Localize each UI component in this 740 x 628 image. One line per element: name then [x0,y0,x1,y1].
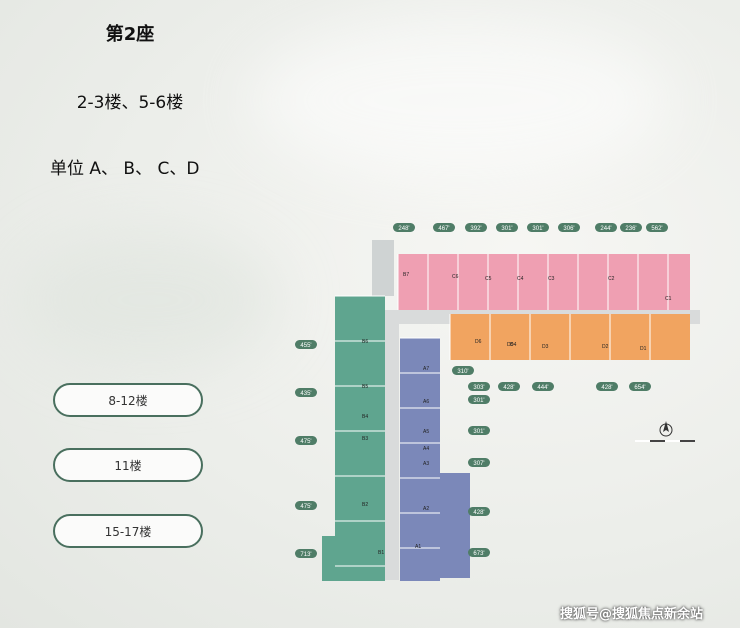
unit-label: C6 [452,274,459,280]
wing-a [440,473,470,578]
unit-label: B4 [362,414,368,420]
area-tag-text: 428' [473,510,484,516]
area-tag-text: 444' [537,385,548,391]
unit-label: B7 [403,272,409,278]
floor-plan-shapes [322,240,700,581]
corridor [385,310,399,580]
area-tag [295,340,317,349]
area-tag-text: 392' [470,226,481,232]
wing-b [335,296,385,581]
area-tag [468,426,490,435]
area-tag-text: 654' [634,385,645,391]
background-mist [250,20,670,180]
area-tag [468,507,490,516]
unit-label: B1 [378,550,384,556]
unit-label: C3 [548,276,555,282]
wing-a [400,338,440,581]
area-tag [295,436,317,445]
area-tag [452,366,474,375]
area-tag [295,549,317,558]
wing-c [398,254,690,310]
area-tag [465,223,487,232]
unit-label: B3 [362,436,368,442]
floor-range: 2-3楼、5-6楼 [76,93,184,113]
area-tag [498,382,520,391]
area-tag-text: 467' [438,226,449,232]
area-tag-text: 428' [503,385,514,391]
area-tag-text: 435' [300,391,311,397]
area-tag-text: 307' [473,461,484,467]
area-tag-text: 562' [651,226,662,232]
area-tag-text: 244' [600,226,611,232]
unit-label: D3 [542,344,549,350]
unit-label: B5 [362,384,368,390]
unit-label: A4 [423,446,429,452]
area-tag [595,223,617,232]
area-tag [620,223,642,232]
unit-label: D1 [640,346,647,352]
area-tag-text: 248' [398,226,409,232]
area-tag-text: 306' [563,226,574,232]
area-tag [468,395,490,404]
area-tag-text: 301' [473,398,484,404]
unit-label: C4 [517,276,524,282]
area-tag-text: 303' [473,385,484,391]
area-tag [496,223,518,232]
area-tag [295,501,317,510]
unit-label: D4 [510,342,517,348]
area-tag [629,382,651,391]
floor-button-11[interactable]: 11楼 [53,448,203,482]
background-mist [20,230,280,370]
unit-label: C5 [485,276,492,282]
floor-plan-tags: 248' 467' 392' 301' 301' 306' 244' 236' 562' 455'… [295,223,668,558]
area-tag [596,382,618,391]
unit-list: 单位 A、 B、 C、D [50,159,200,179]
area-tag-text: 673' [473,551,484,557]
compass-icon [659,421,673,437]
unit-label: D5 [507,342,514,348]
area-tag-text: 428' [601,385,612,391]
unit-label: A3 [423,461,429,467]
area-tag-text: 301' [532,226,543,232]
unit-label: A6 [423,399,429,405]
unit-label: C1 [665,296,672,302]
unit-label: A2 [423,506,429,512]
area-tag-text: 475' [300,504,311,510]
area-tag [646,223,668,232]
area-tag [532,382,554,391]
area-tag-text: 310' [457,369,468,375]
area-tag-text: 713' [300,552,311,558]
unit-label: C2 [608,276,615,282]
stair-core [372,240,394,296]
unit-label: D2 [602,344,609,350]
area-tag-text: 301' [473,429,484,435]
unit-label: B2 [362,502,368,508]
floor-button-8-12[interactable]: 8-12楼 [53,383,203,417]
area-tag [295,388,317,397]
area-tag [433,223,455,232]
page-title: 第2座 [105,24,155,45]
wing-b [322,536,385,581]
unit-label: B6 [362,339,368,345]
floor-plan: 248' 467' 392' 301' 301' 306' 244' 236' 562' 455'… [295,223,700,581]
unit-label: A7 [423,366,429,372]
unit-label: D6 [475,339,482,345]
area-tag [468,382,490,391]
area-tag-text: 455' [300,343,311,349]
watermark: 搜狐号@搜狐焦点新余站 [560,607,704,622]
area-tag [527,223,549,232]
area-tag-text: 475' [300,439,311,445]
area-tag-text: 301' [501,226,512,232]
unit-label: A1 [415,544,421,550]
unit-label: A5 [423,429,429,435]
area-tag [393,223,415,232]
area-tag [468,548,490,557]
area-tag-text: 236' [625,226,636,232]
area-tag [558,223,580,232]
floor-button-15-17[interactable]: 15-17楼 [53,514,203,548]
scale-bar-icon [635,440,695,442]
area-tag [468,458,490,467]
